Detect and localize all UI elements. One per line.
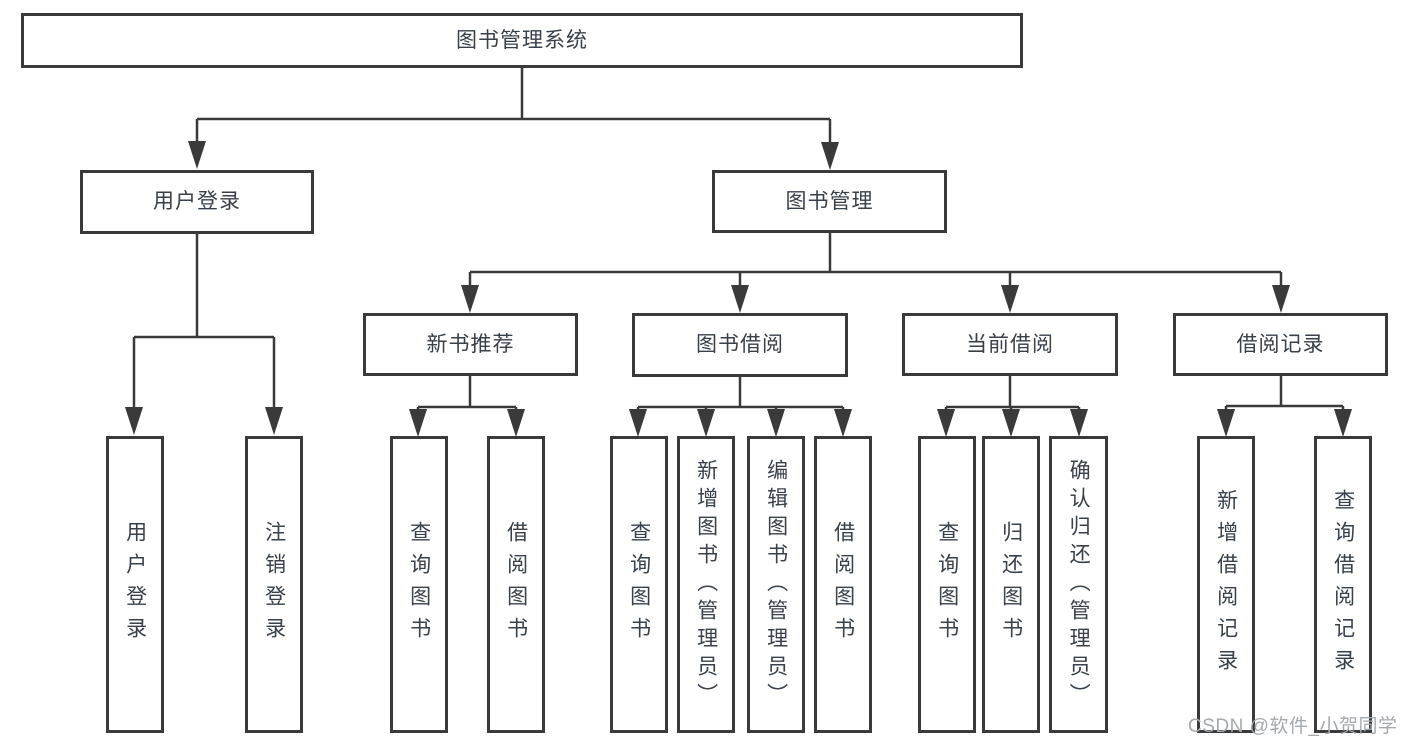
leaf-nbr-borrow-books: 借阅图书 [487,436,545,733]
node-user-login-group-label: 用户登录 [153,190,241,214]
arrowheads [125,141,1352,437]
node-book-borrow-label: 图书借阅 [696,333,784,357]
connector-paths [132,68,1345,414]
leaf-nbr-borrow-books-label: 借阅图书 [504,520,528,649]
leaf-cb-query-books: 查询图书 [918,436,976,733]
node-root: 图书管理系统 [21,13,1023,68]
leaf-cb-confirm-return-admin: 确认归还（管理员） [1049,436,1108,733]
leaf-br-query-record-label: 查询借阅记录 [1331,488,1355,681]
leaf-nbr-query-books: 查询图书 [390,436,448,733]
leaf-cb-confirm-return-admin-label: 确认归还（管理员） [1067,458,1091,711]
node-book-borrow: 图书借阅 [632,313,848,377]
leaf-logout-label: 注销登录 [262,520,286,649]
node-current-borrow-label: 当前借阅 [966,332,1054,356]
node-user-login-group: 用户登录 [80,170,314,234]
node-borrow-records: 借阅记录 [1173,313,1388,376]
leaf-cb-return-books-label: 归还图书 [999,520,1023,649]
leaf-bb-edit-books-admin-label: 编辑图书（管理员） [764,458,788,711]
leaf-br-add-record: 新增借阅记录 [1197,436,1255,733]
node-book-management: 图书管理 [712,170,947,233]
leaf-bb-borrow-books: 借阅图书 [814,436,872,733]
leaf-bb-add-books-admin-label: 新增图书（管理员） [694,458,718,711]
node-borrow-records-label: 借阅记录 [1236,332,1325,356]
leaf-bb-add-books-admin: 新增图书（管理员） [677,436,735,733]
node-new-book-recommend: 新书推荐 [363,313,578,376]
node-new-book-recommend-label: 新书推荐 [426,332,515,356]
csdn-watermark: CSDN @软件_小贺同学 [1188,716,1398,737]
leaf-user-login-label: 用户登录 [123,520,147,649]
leaf-bb-edit-books-admin: 编辑图书（管理员） [747,436,805,733]
leaf-bb-query-books-label: 查询图书 [627,520,651,649]
leaf-cb-query-books-label: 查询图书 [935,520,959,649]
leaf-cb-return-books: 归还图书 [982,436,1040,733]
node-current-borrow: 当前借阅 [902,313,1118,376]
node-book-management-label: 图书管理 [785,189,874,213]
node-root-label: 图书管理系统 [456,28,588,52]
leaf-br-add-record-label: 新增借阅记录 [1214,488,1238,681]
leaf-br-query-record: 查询借阅记录 [1314,436,1372,733]
leaf-bb-query-books: 查询图书 [610,436,668,733]
leaf-logout: 注销登录 [245,436,303,733]
leaf-bb-borrow-books-label: 借阅图书 [831,520,855,649]
leaf-user-login: 用户登录 [106,436,164,733]
leaf-nbr-query-books-label: 查询图书 [407,520,431,649]
